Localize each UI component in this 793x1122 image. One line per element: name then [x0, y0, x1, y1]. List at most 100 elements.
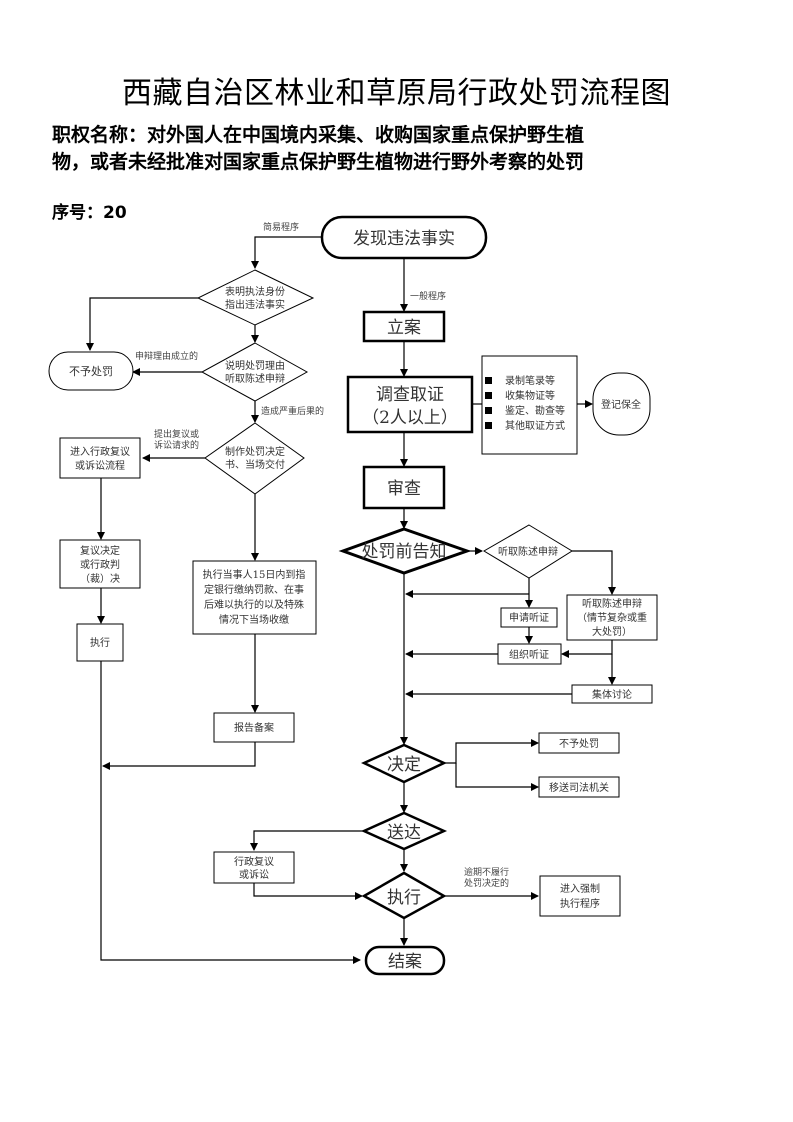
deliver-text: 送达 — [387, 823, 421, 843]
label-appeal-1: 提出复议或 — [154, 428, 199, 440]
label-general-procedure: 一般程序 — [410, 290, 446, 302]
review-process-box — [59, 437, 141, 479]
transfer-text: 移送司法机关 — [549, 781, 609, 794]
decision-doc-text-2: 书、当场交付 — [225, 458, 285, 471]
hear-box — [566, 594, 658, 641]
arrow-execute-to-close — [100, 661, 361, 964]
execute-text: 执行 — [387, 888, 421, 908]
investigate-text-2: （2人以上） — [362, 408, 458, 428]
admin-review-text-1: 行政复议 — [234, 855, 274, 868]
payment-box — [192, 560, 317, 635]
authority-name-line-2: 物，或者未经批准对国家重点保护野生植物进行野外考察的处罚 — [52, 151, 585, 173]
decision-diamond — [361, 743, 447, 784]
review-box — [362, 465, 446, 510]
no-penalty-box — [538, 732, 620, 754]
evidence-bullets — [485, 377, 492, 429]
no-penalty-box-text: 不予处罚 — [559, 738, 599, 750]
deliver-diamond — [360, 811, 448, 851]
report-text: 报告备案 — [234, 721, 274, 734]
explain-diamond — [200, 342, 309, 402]
evidence-item-2: 收集物证等 — [505, 389, 555, 402]
preserve-text: 登记保全 — [601, 398, 641, 411]
notice-text: 处罚前告知 — [362, 542, 447, 562]
arrow-deliver-to-admin-review — [250, 830, 364, 851]
transfer-box — [538, 776, 620, 798]
organize-hearing-box — [497, 643, 562, 665]
authority-name: 职权名称：对外国人在中国境内采集、收购国家重点保护野生植 物，或者未经批准对国家… — [52, 122, 752, 176]
organize-hearing-text: 组织听证 — [509, 648, 549, 661]
label-defense-ok: 申辩理由成立的 — [135, 350, 198, 362]
identify-text-1: 表明执法身份 — [225, 285, 285, 298]
explain-text-2: 听取陈述申辩 — [225, 372, 285, 385]
authority-name-line-1: 职权名称：对外国人在中国境内采集、收购国家重点保护野生植 — [52, 124, 585, 146]
file-case-text: 立案 — [387, 318, 421, 338]
review-decision-text-3: （裁）决 — [80, 572, 120, 585]
start-terminal — [320, 215, 488, 260]
arrow-decision-to-no-penalty — [444, 739, 539, 764]
label-simple-procedure: 简易程序 — [263, 221, 299, 233]
admin-review-text-2: 或诉讼 — [239, 868, 269, 881]
payment-text-2: 定银行缴纳罚款、在事 — [204, 583, 304, 596]
label-serious: 造成严重后果的 — [261, 405, 324, 417]
review-decision-text-2: 或行政判 — [80, 558, 120, 571]
discussion-text: 集体讨论 — [592, 688, 632, 701]
enforce-text-2: 执行程序 — [560, 897, 600, 910]
arrow-identify-to-no-penalty — [86, 297, 198, 351]
bullet-icon — [485, 392, 492, 399]
label-overdue-2: 处罚决定的 — [464, 877, 509, 889]
investigate-box — [346, 375, 474, 434]
bullet-icon — [485, 407, 492, 414]
label-appeal-2: 诉讼请求的 — [154, 439, 199, 451]
evidence-item-4: 其他取证方式 — [505, 419, 565, 432]
preserve-terminal — [592, 372, 651, 436]
investigate-text-1: 调查取证 — [376, 385, 444, 405]
close-text: 结案 — [388, 952, 422, 972]
identify-text-2: 指出违法事实 — [225, 298, 285, 311]
decision-doc-text-1: 制作处罚决定 — [225, 445, 285, 458]
simple-execute-box — [76, 623, 124, 662]
review-decision-box — [59, 539, 141, 589]
identify-diamond — [196, 269, 315, 326]
no-penalty-terminal — [48, 351, 134, 391]
hear-box-text-3: 大处罚） — [592, 625, 632, 638]
connectors — [86, 236, 616, 964]
apply-hearing-text: 申请听证 — [509, 611, 549, 624]
file-case-box — [362, 310, 446, 343]
admin-review-box — [213, 851, 295, 884]
explain-text-1: 说明处罚理由 — [225, 359, 285, 372]
payment-text-3: 后难以执行的以及特殊 — [204, 598, 304, 611]
payment-text-1: 执行当事人15日内到指 — [203, 568, 306, 581]
arrow-report-to-left — [102, 742, 256, 770]
hear-diamond-text: 听取陈述申辩 — [498, 545, 558, 558]
start-text: 发现违法事实 — [353, 229, 455, 249]
review-process-text-2: 或诉讼流程 — [75, 459, 125, 472]
hear-diamond — [483, 524, 573, 579]
serial-number: 序号：20 — [52, 203, 127, 223]
report-box — [213, 712, 295, 743]
evidence-item-3: 鉴定、勘查等 — [505, 404, 565, 417]
simple-execute-text: 执行 — [90, 636, 110, 649]
notice-diamond — [338, 527, 472, 575]
bullet-icon — [485, 377, 492, 384]
review-decision-text-1: 复议决定 — [80, 544, 120, 557]
arrow-start-to-identify — [251, 236, 322, 269]
review-process-text-1: 进入行政复议 — [70, 445, 130, 458]
hear-box-text-2: （情节复杂或重 — [577, 611, 647, 624]
review-text: 审查 — [387, 479, 421, 499]
label-overdue-1: 逾期不履行 — [464, 866, 509, 878]
discussion-box — [571, 684, 653, 704]
close-terminal — [364, 945, 446, 976]
arrow-hear-to-hear-box — [572, 550, 616, 595]
arrow-hear-box-to-organize — [561, 640, 613, 658]
evidence-item-1: 录制笔录等 — [505, 374, 555, 387]
hear-box-text-1: 听取陈述申辩 — [582, 597, 642, 610]
apply-hearing-box — [500, 607, 558, 628]
page-title: 西藏自治区林业和草原局行政处罚流程图 — [122, 76, 671, 111]
enforce-text-1: 进入强制 — [560, 882, 600, 895]
evidence-list-box — [481, 355, 578, 455]
payment-text-4: 情况下当场收缴 — [219, 613, 289, 626]
bullet-icon — [485, 422, 492, 429]
decision-text: 决定 — [387, 755, 421, 775]
arrow-admin-review-to-execute — [253, 883, 363, 900]
